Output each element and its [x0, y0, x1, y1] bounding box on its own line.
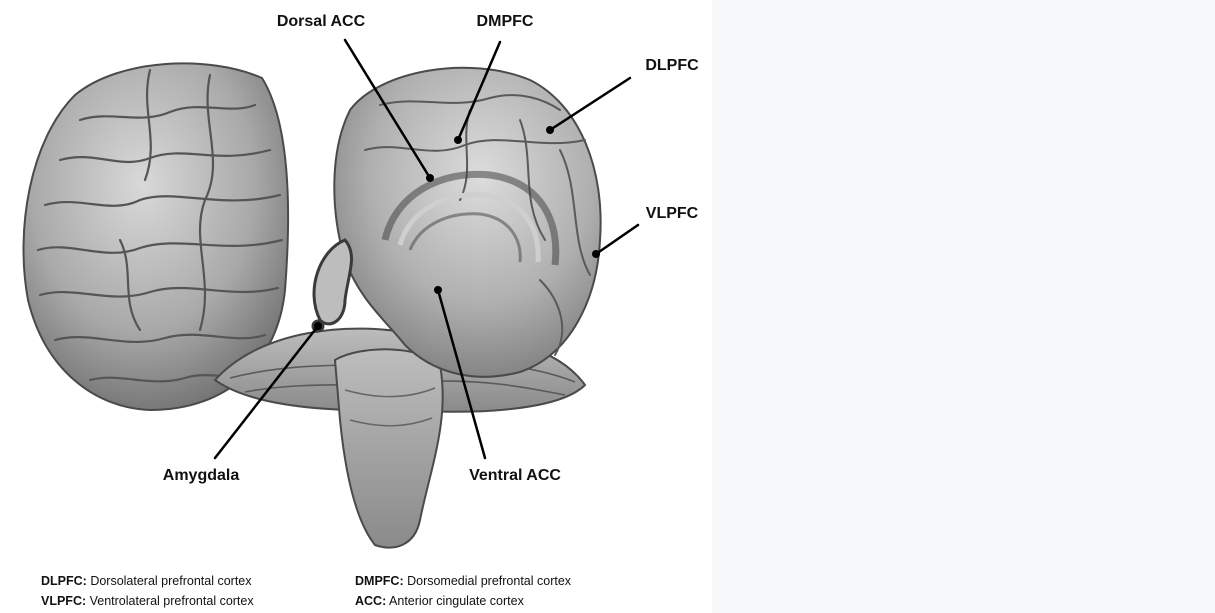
legend-item-acc: ACC: Anterior cingulate cortex	[355, 594, 524, 608]
brainstem	[335, 349, 443, 547]
legend-abbr: VLPFC:	[41, 594, 86, 608]
label-amygdala: Amygdala	[163, 467, 239, 485]
legend-abbr: DMPFC:	[355, 574, 404, 588]
amygdala-structure	[313, 240, 352, 331]
label-dlpfc: DLPFC	[645, 57, 698, 75]
legend-full: Anterior cingulate cortex	[389, 594, 524, 608]
label-dorsal-acc: Dorsal ACC	[277, 13, 365, 31]
empty-panel	[712, 0, 1215, 613]
legend-item-dlpfc: DLPFC: Dorsolateral prefrontal cortex	[41, 574, 252, 588]
brain-figure: Dorsal ACC DMPFC DLPFC VLPFC Amygdala Ve…	[0, 0, 712, 613]
label-vlpfc: VLPFC	[646, 205, 698, 223]
label-ventral-acc: Ventral ACC	[469, 467, 561, 485]
legend-abbr: ACC:	[355, 594, 386, 608]
brain-illustration	[0, 0, 712, 613]
legend-full: Ventrolateral prefrontal cortex	[90, 594, 254, 608]
legend-item-dmpfc: DMPFC: Dorsomedial prefrontal cortex	[355, 574, 571, 588]
legend-item-vlpfc: VLPFC: Ventrolateral prefrontal cortex	[41, 594, 254, 608]
legend-abbr: DLPFC:	[41, 574, 87, 588]
leader-vlpfc	[596, 225, 638, 254]
label-dmpfc: DMPFC	[477, 13, 534, 31]
legend-full: Dorsomedial prefrontal cortex	[407, 574, 571, 588]
legend-full: Dorsolateral prefrontal cortex	[90, 574, 251, 588]
